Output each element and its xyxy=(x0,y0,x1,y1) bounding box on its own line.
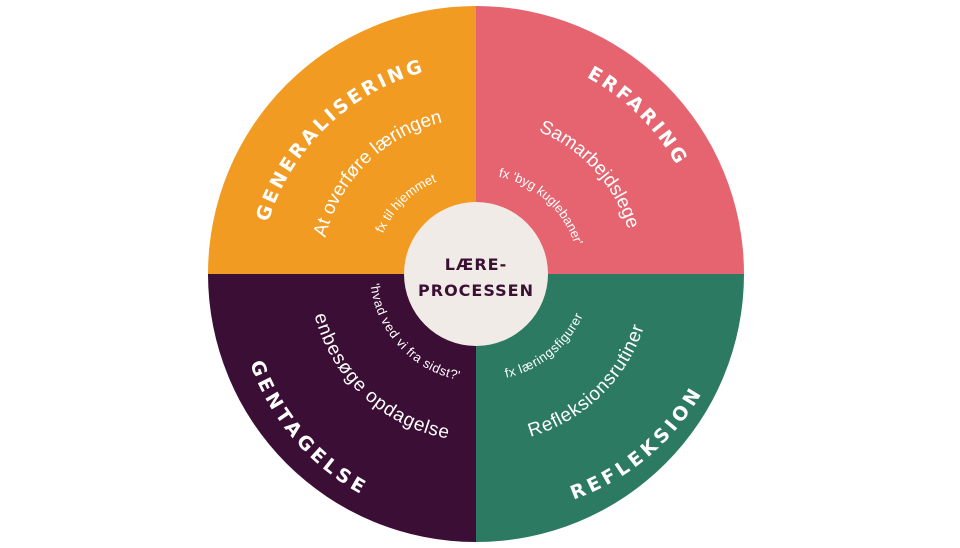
center-hub xyxy=(404,202,548,346)
quadrant-gentagelse xyxy=(208,274,476,542)
quadrant-erfaring xyxy=(476,6,744,274)
center-title-line2: PROCESSEN xyxy=(418,281,534,300)
center-title-line1: LÆRE- xyxy=(445,255,507,274)
quadrant-refleksion xyxy=(476,274,744,542)
quadrant-generalisering xyxy=(208,6,476,274)
